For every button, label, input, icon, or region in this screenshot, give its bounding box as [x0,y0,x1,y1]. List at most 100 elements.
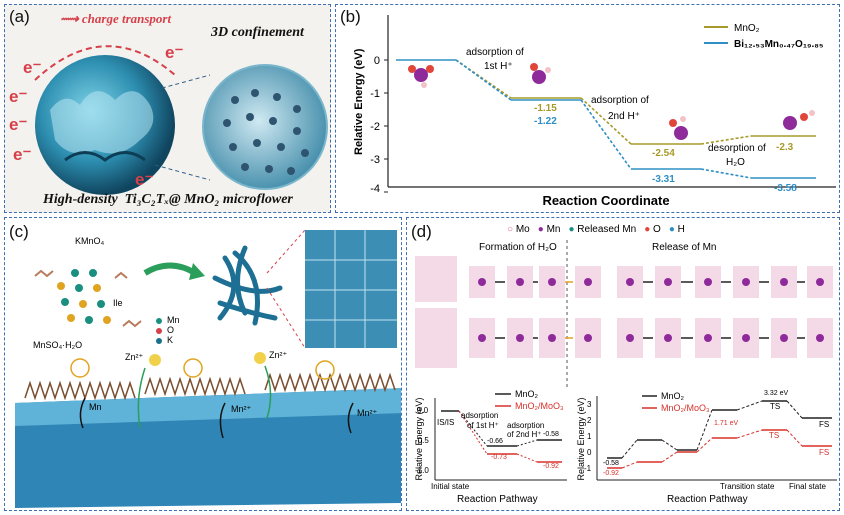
confinement-label: 3D confinement [211,25,304,40]
annotation: 1st H⁺ [484,61,513,72]
panel-a: (a) ⟿ charge transport 3D confinement e⁻… [4,4,331,213]
release-title: Release of Mn [652,242,717,253]
molecule-icon [530,63,551,84]
left-ytick: 0.0 [417,406,429,415]
right-ytick: 3 [587,400,592,409]
left-chart-label: -0.92 [543,463,559,470]
right-chart-label: -0.58 [603,460,619,467]
left-initial-state: Initial state [431,482,470,491]
right-ytick: 2 [587,416,592,425]
wavy-arrow-icon: ⟿ [60,11,82,26]
left-chart-label: -0.66 [487,438,503,445]
blocked-icon [183,358,203,378]
value-label: -1.22 [534,116,557,127]
right-chart-label: -0.92 [603,470,619,477]
panel-c-label: (c) [9,222,29,241]
reaction-arrow [143,262,197,276]
zn-label: Zn²⁺ [125,352,144,362]
panel-a-illustration [34,45,328,195]
panel-d-label: (d) [411,222,432,241]
x-axis-label: Reaction Coordinate [542,193,669,208]
ytick: 0 [374,55,380,67]
kmno4-label: KMnO₄ [75,236,105,246]
left-series-label: MnO₂ [515,389,538,399]
right-chart-label: TS [770,402,781,411]
left-chart-label: adsorption [461,411,499,420]
crystal-structure [305,230,397,348]
nanowires [212,245,283,326]
right-chart-label: TS [769,431,780,440]
right-energy-chart [596,395,837,481]
panel-b-label: (b) [340,7,361,26]
atom-legend: ○ Mo ● Mn ● Released Mn ● O ● H [507,224,685,235]
right-ytick: 1 [587,432,592,441]
precursor-particles [57,269,111,324]
right-chart-label: 1.71 eV [714,420,739,427]
panel-c-illustration [15,229,401,508]
right-chart-ylabel: Relative Energy (eV) [576,397,586,481]
structure-row-1 [415,256,833,302]
legend-mn: Mn [546,224,561,235]
ytick: -4 [370,183,380,195]
value-label: -2.3 [776,142,794,153]
left-chart-label: adsorption [507,421,545,430]
legend-k: K [167,335,174,345]
electron-label: e⁻ [13,145,32,164]
charge-transport-arc [34,45,176,81]
mn-ion-label: Mn²⁺ [231,404,252,414]
electron-label: e⁻ [23,58,42,77]
energy-diagram-b: 0 -1 -2 -3 -4 Relative Energy (eV) React… [353,15,836,208]
molecule-icon [783,110,815,130]
panel-d: (d) ○ Mo ● Mn ● Released Mn ● O ● H Form… [406,217,840,511]
annotation: adsorption of [591,95,649,106]
legend-o: O [653,224,661,235]
structure-row-2 [415,308,833,368]
ile-label: Ile [113,298,123,308]
panel-d-graphics [415,240,837,481]
left-chart-label: -0.58 [543,431,559,438]
annotation: adsorption of [466,47,524,58]
mnso4-label: MnSO₄·H₂O [33,340,83,350]
panel-a-label: (a) [9,7,30,26]
legend-h: H [677,224,685,235]
left-chart-xlabel: Reaction Pathway [457,494,538,505]
legend-mo: Mo [515,224,530,235]
blocked-icon [70,358,90,378]
face-icon [149,354,161,366]
formation-title: Formation of H₂O [479,242,557,253]
electron-label: e⁻ [9,87,28,106]
left-energy-chart [434,393,567,481]
right-series-label: MnO₂ [661,391,684,401]
annotation: H₂O [726,157,745,168]
right-chart-xlabel: Reaction Pathway [667,494,748,505]
ytick: -3 [370,154,380,166]
panel-a-caption: High-density Ti₃C₂Tₓ@ MnO₂ microflower [43,192,293,207]
molecule-icon [408,65,434,88]
face-icon [254,352,266,364]
value-label: -3.58 [774,183,797,194]
value-label: -2.54 [652,148,675,159]
panel-c: (c) [4,217,402,511]
right-chart-label: FS [819,448,830,457]
legend-o: O [167,325,175,335]
surface-molecules [24,372,396,401]
mn-ion-label: Mn²⁺ [357,408,378,418]
left-series-label: MnO₂/MoO₃ [515,401,564,411]
left-chart-label: of 2nd H⁺ [507,430,542,439]
legend-mno2: MnO₂ [734,23,760,34]
right-series-label: MnO₂/MoO₃ [661,403,710,413]
charge-transport-label: ⟿ charge transport [60,11,172,26]
molecule-icon [669,116,688,140]
right-ytick: -1 [584,464,592,473]
right-ytick: 0 [587,448,592,457]
annotation: 2nd H⁺ [608,111,640,122]
left-chart-label: IS/IS [437,418,455,427]
right-xtick: Transition state [720,482,775,491]
right-chart-label: 3.32 eV [764,390,789,397]
right-xtick: Final state [789,482,826,491]
legend-bi: Bi₁₂.₅₃Mn₀.₄₇O₁₉.₈₅ [734,39,824,50]
ytick: -1 [370,88,380,100]
electron-label: e⁻ [165,43,184,62]
electron-label: e⁻ [9,115,28,134]
legend-mn: Mn [167,315,180,325]
